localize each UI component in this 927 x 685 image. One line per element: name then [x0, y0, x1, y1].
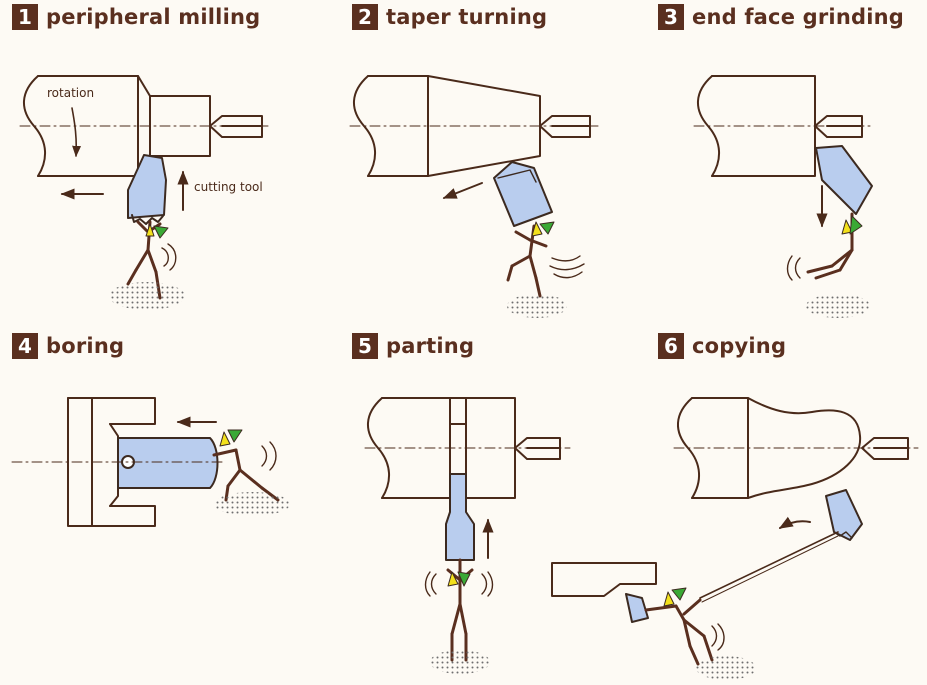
panel-title-5: 5 parting	[352, 332, 474, 360]
panel-title-text: boring	[46, 334, 125, 358]
leaf-green	[153, 225, 169, 239]
panel-title-text: copying	[692, 334, 787, 358]
ground-shadow-3	[806, 294, 870, 318]
panel-number-badge: 5	[352, 333, 378, 359]
panel-number-badge: 3	[658, 4, 684, 30]
workpiece-body	[37, 75, 139, 177]
panel-6-copying	[551, 397, 919, 666]
worker-figure	[506, 224, 548, 298]
rotation-arrow	[71, 107, 82, 158]
cutting-tool-label: cutting tool	[194, 180, 263, 194]
panel-2-taper-turning	[349, 75, 599, 298]
panel-3-end-face-grinding	[693, 75, 873, 281]
panel-number-badge: 4	[12, 333, 38, 359]
feed-arrow	[778, 516, 811, 529]
rotation-label: rotation	[47, 86, 94, 100]
panel-title-4: 4 boring	[12, 332, 124, 360]
panel-title-text: peripheral milling	[46, 5, 261, 29]
ground-shadow-5	[430, 650, 490, 674]
panel-4-boring	[11, 397, 280, 527]
workpiece-body	[367, 75, 429, 177]
panel-title-text: parting	[386, 334, 475, 358]
panel-5-parting	[364, 397, 571, 662]
panel-title-3: 3 end face grinding	[658, 3, 904, 31]
ground-shadow-6	[696, 656, 756, 680]
worker-figure	[644, 598, 714, 666]
ground-shadow-1	[109, 282, 185, 310]
cutting-tool	[493, 161, 553, 227]
boring-bar	[117, 437, 219, 489]
panel-number-badge: 6	[658, 333, 684, 359]
feed-arrow	[442, 182, 483, 199]
panel-title-1: 1 peripheral milling	[12, 3, 260, 31]
panel-title-2: 2 taper turning	[352, 3, 547, 31]
ground-shadow-2	[507, 294, 567, 318]
panel-number-badge: 2	[352, 4, 378, 30]
cutting-tool	[815, 145, 873, 215]
panel-title-text: taper turning	[386, 5, 548, 29]
cutting-tool	[127, 154, 167, 219]
panel-number-badge: 1	[12, 4, 38, 30]
panel-title-6: 6 copying	[658, 332, 786, 360]
panel-title-text: end face grinding	[692, 5, 904, 29]
linkage-rod	[699, 531, 839, 599]
chuck-body	[67, 397, 156, 527]
copied-profile	[747, 397, 862, 499]
chuck-top	[67, 397, 156, 425]
leaf-yellow	[145, 223, 155, 237]
panel-1-peripheral-milling	[19, 75, 269, 300]
parting-tool	[445, 473, 475, 561]
cutting-tool	[825, 489, 863, 541]
template	[551, 562, 657, 597]
stylus	[625, 593, 649, 623]
ground-shadow-4	[214, 492, 290, 516]
